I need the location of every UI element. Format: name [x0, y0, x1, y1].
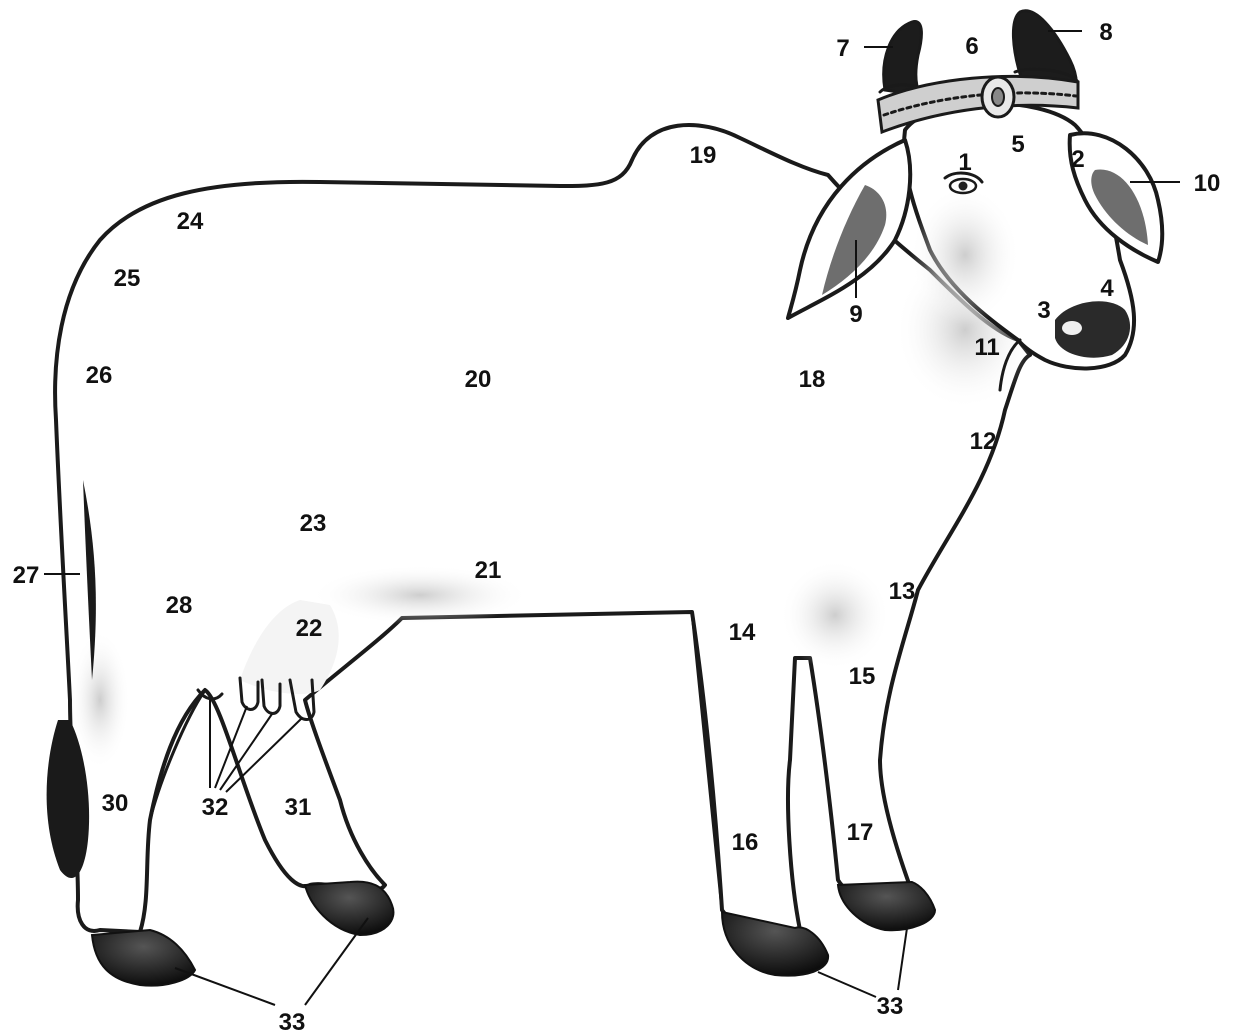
- label-12: 12: [970, 428, 997, 455]
- label-23: 23: [300, 510, 327, 537]
- teat-1: [238, 676, 260, 711]
- leader-32b: [214, 705, 248, 789]
- right-horn-base: [1013, 67, 1080, 84]
- label-27: 27: [13, 562, 40, 589]
- label-11: 11: [974, 334, 999, 361]
- left-horn: [882, 20, 923, 97]
- muzzle: [1055, 301, 1131, 358]
- label-19: 19: [690, 142, 717, 169]
- label-25: 25: [114, 265, 141, 292]
- face-shading: [910, 185, 1020, 325]
- label-6: 6: [965, 33, 978, 60]
- hoof-rear-left: [90, 928, 197, 987]
- label-16: 16: [732, 829, 759, 856]
- elbow-shading: [780, 560, 890, 670]
- label-24: 24: [177, 208, 204, 235]
- leader-33b-2: [897, 927, 908, 991]
- rear-leg-inner-line: [148, 688, 207, 822]
- eye-pupil: [958, 181, 968, 191]
- label-33-rear: 33: [279, 1009, 306, 1036]
- hoof-front-left: [720, 910, 830, 977]
- label-15: 15: [849, 663, 876, 690]
- leader-33a-1: [174, 967, 276, 1006]
- leader-32d: [225, 717, 303, 793]
- label-21: 21: [475, 557, 502, 584]
- label-9: 9: [849, 301, 862, 328]
- flank-shading: [310, 565, 530, 625]
- forehead-band: [876, 74, 1080, 135]
- tail-switch: [46, 720, 90, 879]
- label-26: 26: [86, 362, 113, 389]
- band-ornament-gem: [991, 87, 1005, 107]
- teat-3: [288, 678, 316, 721]
- label-33-front: 33: [877, 993, 904, 1020]
- label-1: 1: [958, 149, 971, 176]
- label-4: 4: [1100, 275, 1114, 302]
- teat-2: [260, 678, 282, 715]
- label-13: 13: [889, 578, 916, 605]
- label-17: 17: [847, 819, 874, 846]
- teat-4: [196, 688, 224, 701]
- fore-leg-line: [690, 610, 724, 912]
- leader-32c: [219, 713, 273, 791]
- band-pattern: [882, 91, 1078, 117]
- label-5: 5: [1011, 131, 1024, 158]
- left-inner-ear: [822, 185, 887, 295]
- throat-line: [998, 338, 1022, 392]
- right-inner-ear: [1091, 169, 1148, 245]
- cow-body-outline: [53, 123, 1032, 934]
- label-28: 28: [166, 592, 193, 619]
- label-18: 18: [799, 366, 826, 393]
- label-14: 14: [729, 619, 756, 646]
- label-3: 3: [1037, 297, 1050, 324]
- hoof-rear-right: [303, 880, 395, 937]
- label-7: 7: [836, 35, 849, 62]
- label-2: 2: [1071, 146, 1084, 173]
- label-30: 30: [102, 790, 129, 817]
- leader-33b-1: [817, 971, 877, 998]
- leader-33a-2: [304, 917, 369, 1006]
- label-20: 20: [465, 366, 492, 393]
- hoof-front-right: [836, 880, 937, 932]
- label-22: 22: [296, 615, 323, 642]
- label-8: 8: [1099, 19, 1112, 46]
- label-32: 32: [202, 794, 229, 821]
- tail: [83, 480, 96, 680]
- label-10: 10: [1194, 170, 1221, 197]
- udder: [240, 600, 339, 695]
- label-31: 31: [285, 794, 312, 821]
- rear-leg-shading: [70, 630, 130, 770]
- nostril: [1062, 321, 1082, 335]
- eyelid: [943, 171, 984, 184]
